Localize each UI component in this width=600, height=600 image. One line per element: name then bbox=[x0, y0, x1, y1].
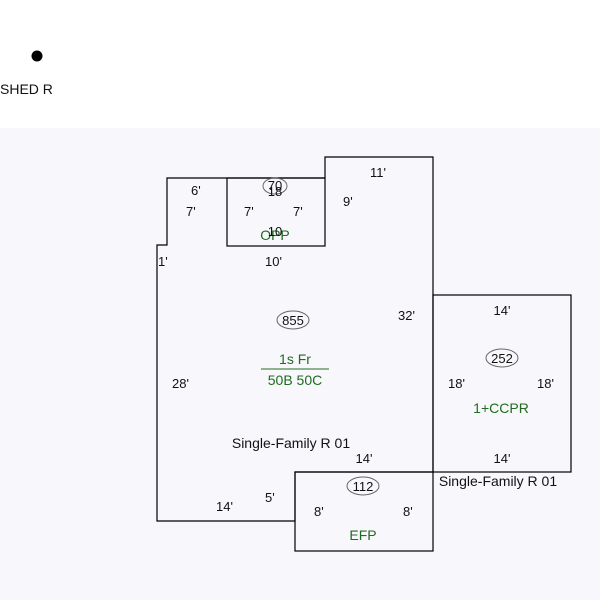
efp-label: EFP bbox=[349, 527, 376, 543]
ccpr-label: 1+CCPR bbox=[473, 400, 529, 416]
ccpr-caption: Single-Family R 01 bbox=[439, 473, 557, 489]
ccpr-area-ellipse bbox=[485, 348, 519, 368]
opp-label-overlap: 10 bbox=[268, 224, 282, 239]
ccpr-dim-left: 18' bbox=[448, 376, 465, 391]
efp-dim-right: 8' bbox=[403, 504, 413, 519]
main-dim-top-right: 11' bbox=[370, 165, 386, 180]
shed-label: SHED R bbox=[0, 81, 53, 97]
main-label-line2: 50B 50C bbox=[268, 372, 322, 388]
main-house-outline[interactable] bbox=[156, 156, 434, 522]
ccpr-dim-bottom: 14' bbox=[494, 451, 511, 466]
efp-dim-top: 14' bbox=[356, 451, 373, 466]
opp-label: OPP bbox=[260, 227, 290, 243]
sketch-background bbox=[0, 128, 600, 600]
opp-area-overlap: 18 bbox=[268, 184, 282, 199]
main-caption: Single-Family R 01 bbox=[232, 435, 350, 451]
main-label-line1: 1s Fr bbox=[279, 351, 311, 367]
main-dim-left: 28' bbox=[172, 376, 189, 391]
main-dim-inner-top: 10' bbox=[265, 254, 282, 269]
opp-dim-left: 7' bbox=[244, 204, 254, 219]
ccpr-dim-right: 18' bbox=[537, 376, 554, 391]
main-dim-left-step: 7' bbox=[186, 204, 196, 219]
main-dim-right: 32' bbox=[398, 308, 415, 323]
ccpr-area-value: 252 bbox=[491, 351, 513, 366]
opp-dim-right: 7' bbox=[293, 204, 303, 219]
main-area-ellipse bbox=[276, 310, 310, 330]
efp-dim-left: 8' bbox=[314, 504, 324, 519]
efp-porch-outline[interactable] bbox=[294, 471, 434, 552]
shed-marker-dot[interactable] bbox=[31, 50, 43, 62]
opp-area-value: 70 bbox=[268, 178, 282, 193]
opp-area-ellipse bbox=[262, 177, 288, 195]
main-dim-upper-right: 9' bbox=[343, 194, 353, 209]
efp-area-value: 112 bbox=[353, 479, 374, 494]
ccpr-carport-outline[interactable] bbox=[432, 294, 572, 473]
main-area-value: 855 bbox=[282, 313, 304, 328]
main-dim-bottom-step: 5' bbox=[265, 490, 275, 505]
main-dim-bottom: 14' bbox=[216, 499, 233, 514]
ccpr-dim-top: 14' bbox=[494, 303, 511, 318]
main-dim-left-upper: 1' bbox=[158, 254, 168, 269]
main-dim-top-left: 6' bbox=[191, 183, 201, 198]
efp-area-ellipse bbox=[346, 476, 380, 496]
